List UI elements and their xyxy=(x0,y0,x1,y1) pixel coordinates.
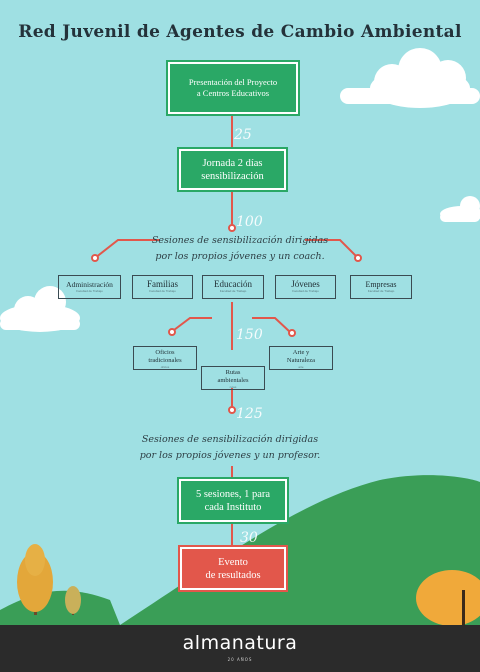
step-presentacion-box: Presentación del Proyecto a Centros Educ… xyxy=(168,62,298,114)
count-label-2: 100 xyxy=(236,214,263,230)
node-sublabel: oficios xyxy=(160,365,170,369)
tree-small-left-icon xyxy=(65,586,81,615)
step-jornada-box: Jornada 2 días sensibilización xyxy=(179,149,286,190)
count-label-1: 25 xyxy=(234,127,252,143)
node-jovenes: Jóvenes Facultad de Trabajo xyxy=(275,275,336,299)
tree-yellow-left-icon xyxy=(17,544,53,615)
node-sublabel: Facultad de Trabajo xyxy=(292,289,319,293)
node-sublabel: Facultad de Trabajo xyxy=(219,289,247,293)
node-oficios-tradicionales: Oficios tradicionales oficios xyxy=(133,346,197,370)
step-sesiones-instituto-label: 5 sesiones, 1 para cada Instituto xyxy=(195,488,271,513)
step-jornada-label: Jornada 2 días sensibilización xyxy=(201,157,264,182)
connector-dots xyxy=(91,224,362,414)
node-label: Rutas ambientales xyxy=(217,369,249,384)
node-sublabel: Facultad de Trabajo xyxy=(367,289,395,293)
node-administracion: Administración Facultad de Trabajo xyxy=(58,275,121,299)
node-arte-naturaleza: Arte y Naturaleza arte xyxy=(269,346,333,370)
step-presentacion-label: Presentación del Proyecto a Centros Educ… xyxy=(188,77,278,98)
coach-sessions-text: Sesiones de sensibilización dirigidas po… xyxy=(151,235,329,262)
hill-left xyxy=(0,590,120,625)
node-familias: Familias Facultad de Trabajo xyxy=(132,275,193,299)
cloud-small-icon xyxy=(440,196,480,222)
count-label-4: 125 xyxy=(236,406,263,422)
node-empresas: Empresas Facultad de Trabajo xyxy=(350,275,412,299)
logo-tagline: 20 AÑOS xyxy=(227,657,253,662)
node-sublabel: Facultad de Trabajo xyxy=(149,289,176,293)
node-label: Administración xyxy=(66,280,113,289)
step-sesiones-instituto-box: 5 sesiones, 1 para cada Instituto xyxy=(179,479,287,522)
footer-bar xyxy=(0,625,480,672)
node-educacion: Educación Facultad de Trabajo xyxy=(202,275,264,299)
node-sublabel: rutas xyxy=(229,385,237,389)
tree-orange-right-icon xyxy=(416,570,480,626)
node-rutas-ambientales: Rutas ambientales rutas xyxy=(201,366,265,390)
flow-connectors xyxy=(94,113,357,545)
node-label: Arte y Naturaleza xyxy=(286,349,316,364)
count-label-5: 30 xyxy=(240,530,258,546)
node-sublabel: Facultad de Trabajo xyxy=(76,289,103,293)
node-label: Empresas xyxy=(365,280,397,289)
step-evento-box: Evento de resultados xyxy=(180,547,286,590)
node-label: Educación xyxy=(214,279,252,289)
step-evento-label: Evento de resultados xyxy=(205,556,261,581)
node-label: Familias xyxy=(147,279,178,289)
node-sublabel: arte xyxy=(298,365,304,369)
cloud-right-icon xyxy=(340,48,480,108)
page-title: Red Juvenil de Agentes de Cambio Ambient… xyxy=(18,22,462,42)
count-label-3: 150 xyxy=(236,327,263,343)
profesor-sessions-text: Sesiones de sensibilización dirigidas po… xyxy=(139,434,321,461)
node-label: Jóvenes xyxy=(291,279,320,289)
node-label: Oficios tradicionales xyxy=(148,349,182,364)
almanatura-logo: almanatura xyxy=(182,632,298,654)
